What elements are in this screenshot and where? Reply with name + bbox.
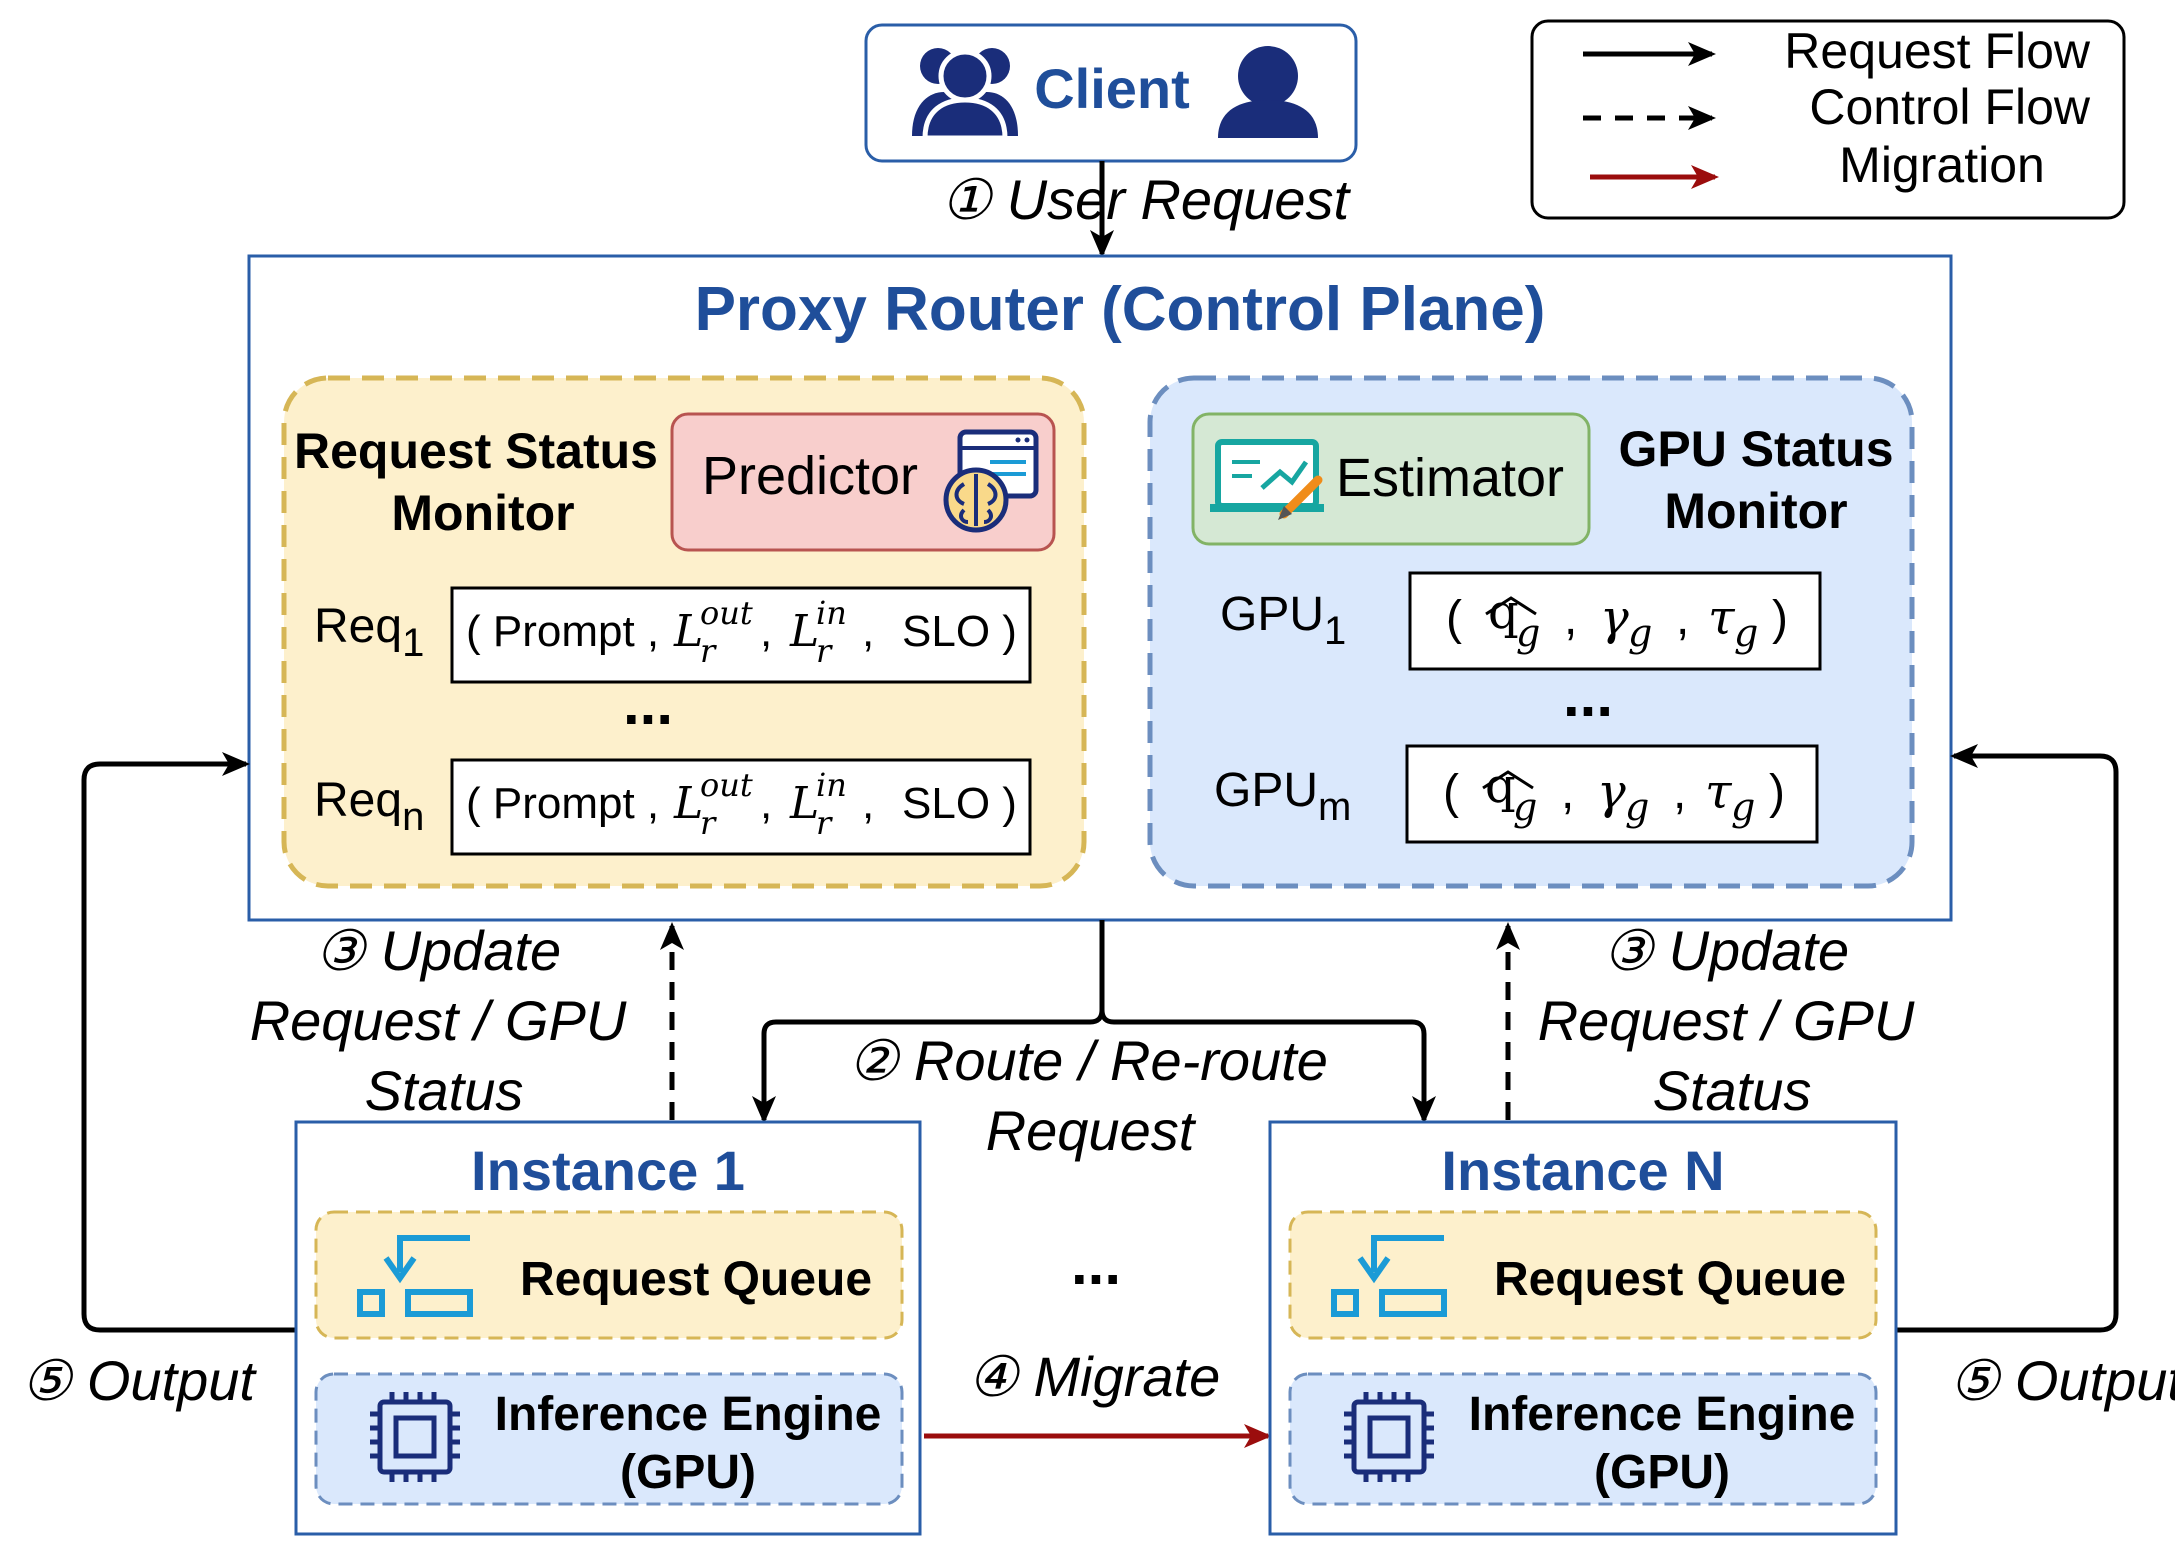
instances-ellipsis: ... bbox=[1071, 1230, 1121, 1297]
request-monitor-title-line2: Monitor bbox=[391, 485, 574, 541]
gpu-status-monitor: Estimator GPU Status Monitor GPU1 ( q g … bbox=[1147, 375, 1915, 889]
gpu-rows-ellipsis: ... bbox=[1563, 662, 1613, 729]
arrow-output-right bbox=[1896, 744, 2119, 1333]
chart-board-icon bbox=[1210, 439, 1324, 520]
arrow-output-left bbox=[81, 752, 296, 1333]
step-route-line1: ② Route / Re-route bbox=[848, 1029, 1328, 1092]
gpu-monitor-title-line1: GPU Status bbox=[1618, 421, 1893, 477]
legend-request-flow-label: Request Flow bbox=[1784, 23, 2091, 79]
request-rows-ellipsis: ... bbox=[623, 670, 673, 737]
cpu-chip-icon bbox=[1344, 1392, 1434, 1482]
cpu-chip-icon bbox=[370, 1392, 460, 1482]
step-user-request: ① User Request bbox=[941, 168, 1352, 231]
step-update-left-line2: Request / GPU bbox=[250, 989, 627, 1052]
gpu-m-tuple-box bbox=[1405, 744, 1819, 844]
req-1-tuple-box bbox=[450, 586, 1032, 684]
instance-n-engine-box bbox=[1288, 1372, 1878, 1506]
legend-box bbox=[1530, 19, 2126, 220]
instance-1: Instance 1 Request Queue Inference Engin… bbox=[294, 1120, 922, 1536]
req-1-tuple: ( Prompt , L out r , L in r , SLO ) bbox=[466, 585, 1017, 672]
request-status-monitor: Request Status Monitor Predictor Req1 ( … bbox=[281, 375, 1087, 889]
instance-n: Instance N Request Queue Inference Engin… bbox=[1268, 1120, 1898, 1536]
instance-n-title: Instance N bbox=[1441, 1139, 1724, 1202]
users-group-icon bbox=[912, 48, 1018, 141]
instance-1-engine-box bbox=[314, 1372, 904, 1506]
step-output-right: ⑤ Output bbox=[1949, 1349, 2175, 1412]
predictor-label: Predictor bbox=[702, 446, 918, 506]
instance-n-queue-box bbox=[1288, 1210, 1878, 1340]
estimator-label: Estimator bbox=[1336, 448, 1564, 508]
user-icon bbox=[1218, 46, 1318, 138]
instance-n-engine-line1: Inference Engine bbox=[1469, 1388, 1856, 1441]
instance-n-engine-line2: (GPU) bbox=[1594, 1446, 1730, 1499]
req-1-label: Req1 bbox=[314, 600, 424, 665]
instance-1-title: Instance 1 bbox=[471, 1139, 745, 1202]
gpu-1-q-hat bbox=[1485, 596, 1537, 616]
instance-1-engine-line1: Inference Engine bbox=[495, 1388, 882, 1441]
gpu-1-tuple-box bbox=[1408, 571, 1822, 671]
req-n-label: Reqn bbox=[314, 774, 424, 839]
step-update-right-line2: Request / GPU bbox=[1538, 989, 1915, 1052]
brain-screen-icon bbox=[943, 429, 1039, 533]
legend: Request Flow Control Flow Migration bbox=[1530, 19, 2126, 220]
gpu-1-tuple: ( q g , γ g , τ g ) bbox=[1446, 584, 1788, 657]
queue-icon bbox=[1331, 1235, 1447, 1317]
step-update-left-line1: ③ Update bbox=[315, 919, 561, 982]
gpu-m-label: GPUm bbox=[1214, 764, 1351, 829]
gpu-m-tuple: ( q g , γ g , τ g ) bbox=[1443, 758, 1785, 831]
req-n-tuple: ( Prompt , L out r , L in r , SLO ) bbox=[466, 757, 1017, 844]
req-n-tuple-box bbox=[450, 758, 1032, 856]
legend-migration-label: Migration bbox=[1839, 137, 2045, 193]
queue-icon bbox=[357, 1235, 473, 1317]
instance-1-queue-box bbox=[314, 1210, 904, 1340]
gpu-m-q-hat bbox=[1482, 770, 1534, 790]
step-update-right-line1: ③ Update bbox=[1603, 919, 1849, 982]
instance-n-queue-label: Request Queue bbox=[1494, 1253, 1846, 1306]
gpu-monitor-title-line2: Monitor bbox=[1664, 483, 1847, 539]
proxy-router-title: Proxy Router (Control Plane) bbox=[695, 275, 1546, 344]
instance-1-queue-label: Request Queue bbox=[520, 1253, 872, 1306]
instance-1-engine-line2: (GPU) bbox=[620, 1446, 756, 1499]
legend-control-flow-label: Control Flow bbox=[1809, 79, 2091, 135]
gpu-1-label: GPU1 bbox=[1220, 588, 1346, 653]
step-update-right-line3: Status bbox=[1653, 1059, 1812, 1122]
step-output-left: ⑤ Output bbox=[21, 1349, 257, 1412]
step-update-left-line3: Status bbox=[365, 1059, 524, 1122]
request-monitor-title-line1: Request Status bbox=[294, 423, 658, 479]
client-label: Client bbox=[1034, 57, 1190, 120]
client-node: Client bbox=[864, 23, 1358, 163]
step-route-line2: Request bbox=[986, 1099, 1197, 1162]
step-migrate: ④ Migrate bbox=[968, 1345, 1221, 1408]
proxy-router: Proxy Router (Control Plane) Request Sta… bbox=[247, 254, 1953, 922]
arrow-route-right bbox=[1099, 1009, 1436, 1124]
